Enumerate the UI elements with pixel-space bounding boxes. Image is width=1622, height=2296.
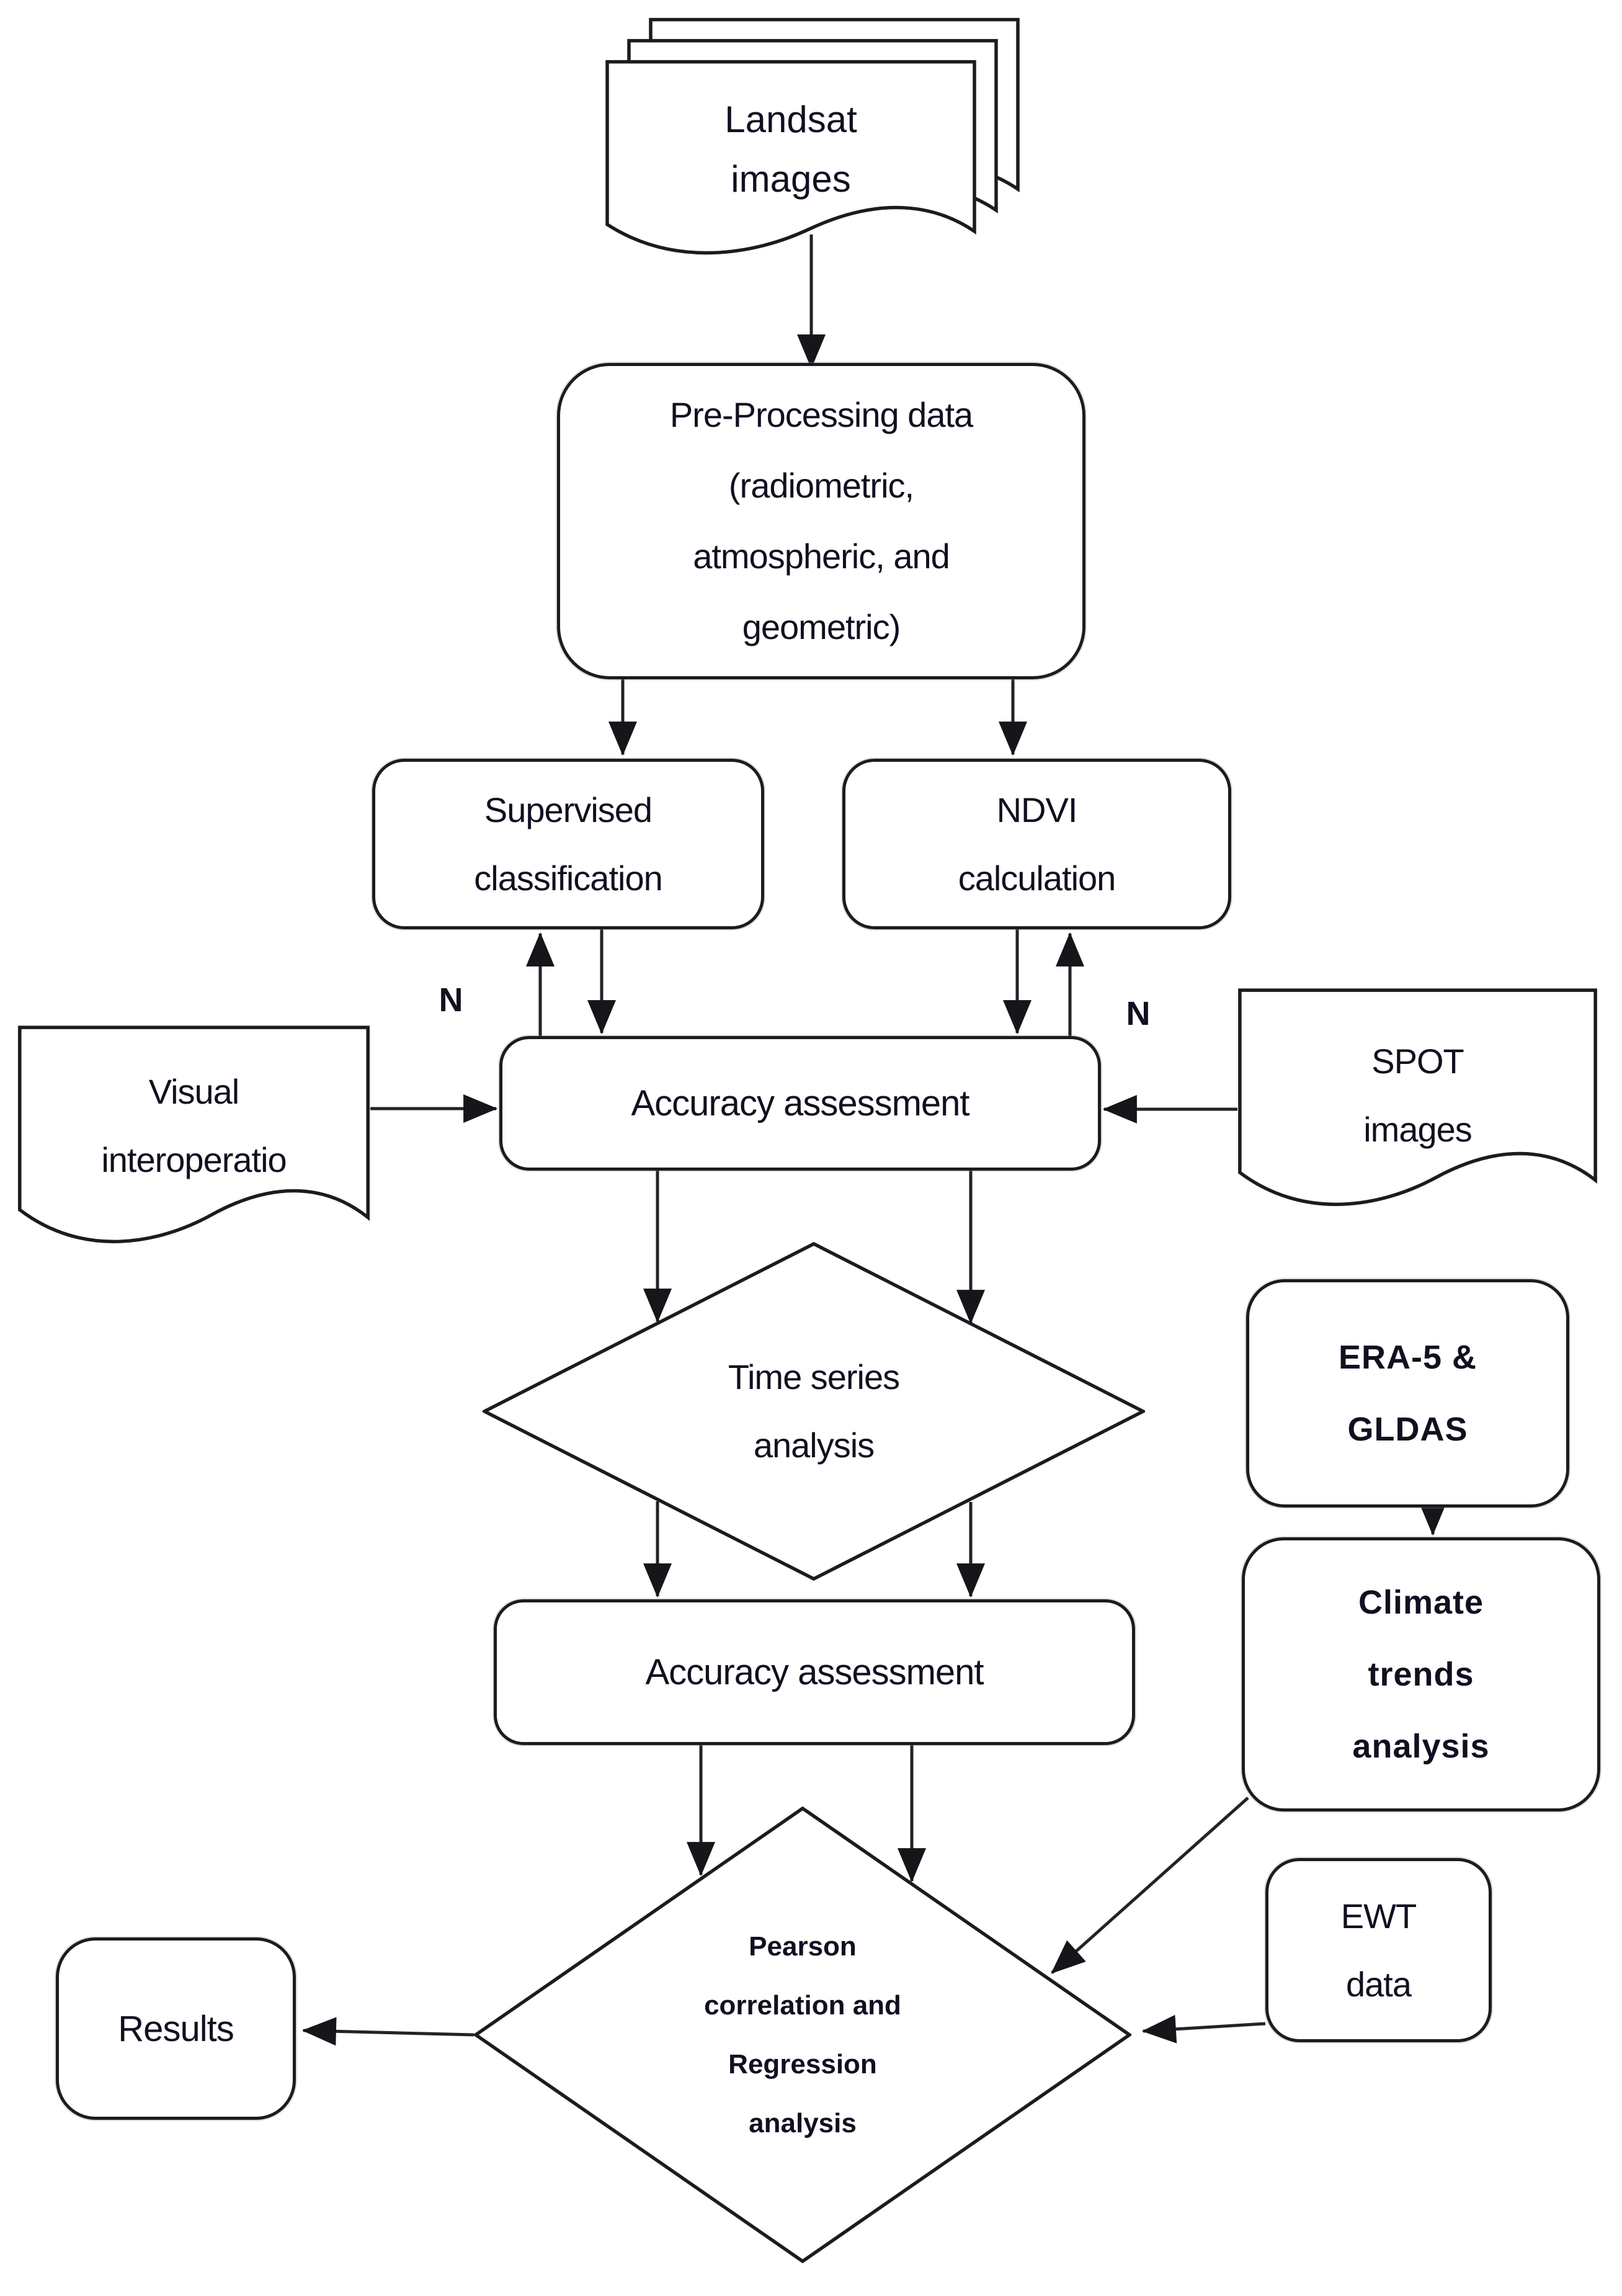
loop-label-n-right: N: [1126, 995, 1151, 1032]
node-accuracy-assessment-2: Accuracy assessment: [494, 1599, 1135, 1745]
node-pearson-regression: Pearson correlation and Regression analy…: [474, 1807, 1131, 2263]
arrow-ewt-to-pearson: [1141, 2014, 1266, 2044]
time-series-analysis-label: Time series analysis: [728, 1357, 900, 1465]
node-ndvi-calculation: NDVI calculation: [842, 759, 1231, 929]
node-supervised-classification: Supervised classification: [372, 759, 764, 929]
node-preprocessing: Pre-Processing data (radiometric, atmosp…: [557, 363, 1085, 679]
document-shape: [1237, 988, 1598, 1217]
document-shape-front: [605, 60, 977, 264]
diamond-shape: [483, 1242, 1145, 1581]
results-label: Results: [118, 2008, 234, 2049]
diamond-shape: [474, 1807, 1131, 2263]
supervised-classification-label: Supervised classification: [474, 790, 662, 898]
node-time-series-analysis: Time series analysis: [483, 1242, 1145, 1581]
node-results: Results: [56, 1937, 296, 2120]
node-landsat-images: Landsat images: [605, 17, 1020, 266]
ndvi-calculation-label: NDVI calculation: [958, 790, 1116, 898]
document-shape: [17, 1025, 370, 1254]
node-era5-gldas: ERA-5 & GLDAS: [1246, 1279, 1569, 1508]
spot-images-label: SPOT images: [1363, 1041, 1473, 1149]
node-accuracy-assessment-1: Accuracy assessment: [499, 1036, 1101, 1171]
landsat-images-label: Landsat images: [724, 99, 857, 200]
preprocessing-label: Pre-Processing data (radiometric, atmosp…: [669, 395, 973, 646]
node-visual-interoperatio: Visual interoperatio: [17, 1025, 370, 1254]
node-ewt-data: EWT data: [1265, 1858, 1492, 2042]
visual-interoperatio-label: Visual interoperatio: [101, 1071, 287, 1179]
era5-gldas-label: ERA-5 & GLDAS: [1338, 1339, 1477, 1448]
arrow-pearson-to-results: [301, 2017, 475, 2046]
arrow-climate-to-pearson: [1051, 1797, 1249, 1974]
node-climate-trends-analysis: Climate trends analysis: [1242, 1537, 1600, 1811]
pearson-regression-label: Pearson correlation and Regression analy…: [704, 1931, 901, 2138]
accuracy-assessment-1-label: Accuracy assessment: [631, 1083, 969, 1123]
ewt-data-label: EWT data: [1340, 1896, 1417, 2004]
accuracy-assessment-2-label: Accuracy assessment: [645, 1652, 984, 1692]
climate-trends-analysis-label: Climate trends analysis: [1352, 1584, 1490, 1765]
node-spot-images: SPOT images: [1237, 988, 1598, 1217]
loop-label-n-left: N: [439, 981, 463, 1019]
